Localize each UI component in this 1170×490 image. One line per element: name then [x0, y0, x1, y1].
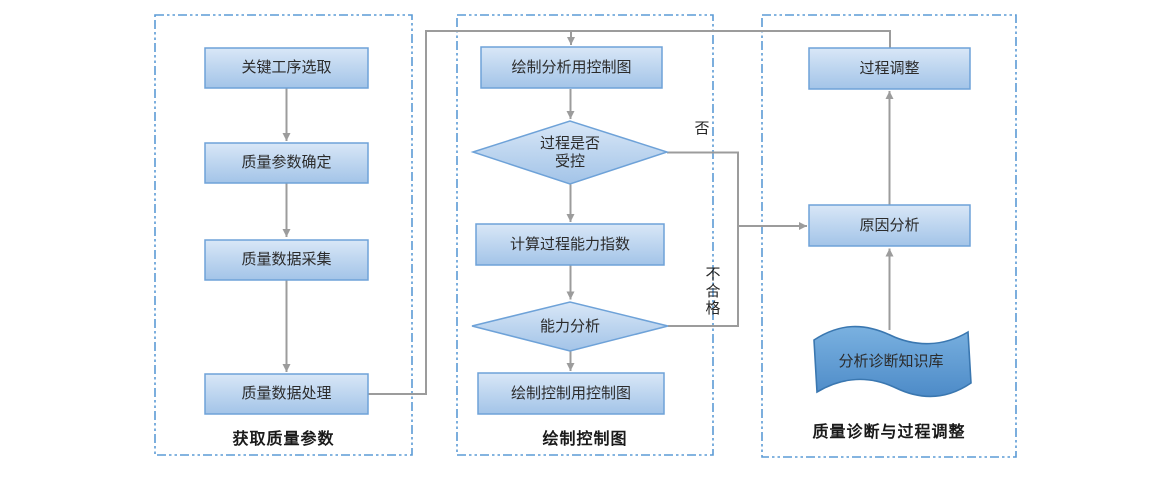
connector-no-branch	[667, 151, 739, 226]
node-shape-quality-param-determination	[204, 142, 369, 184]
section-draw-border	[456, 14, 714, 456]
node-shape-quality-data-collection	[204, 239, 369, 281]
section-label-diagnose: 质量诊断与过程调整	[812, 424, 966, 441]
connector-unqualified-branch	[668, 226, 739, 327]
section-label-acquire: 获取质量参数	[232, 431, 335, 448]
node-shape-quality-data-processing	[204, 373, 369, 415]
node-shape-process-adjustment	[808, 47, 971, 90]
node-shape-knowledge-base-wave	[813, 325, 972, 398]
node-shape-draw-control-use-chart	[477, 372, 665, 415]
node-shape-cause-analysis	[808, 204, 971, 247]
node-shape-calc-process-capability-index	[475, 223, 665, 266]
connector-feedback-top-line	[368, 30, 891, 395]
edge-label-no: 否	[694, 120, 710, 137]
node-shape-draw-analysis-control-chart	[480, 46, 663, 89]
section-diagnose-border	[761, 14, 1017, 458]
edge-label-unqualified: 不合格	[703, 265, 721, 317]
node-shape-capability-analysis-decision	[471, 301, 669, 352]
section-label-draw: 绘制控制图	[542, 431, 628, 448]
node-shape-key-process-selection	[204, 47, 369, 89]
section-acquire-border	[154, 14, 413, 456]
node-shape-process-in-control-decision	[470, 120, 670, 185]
